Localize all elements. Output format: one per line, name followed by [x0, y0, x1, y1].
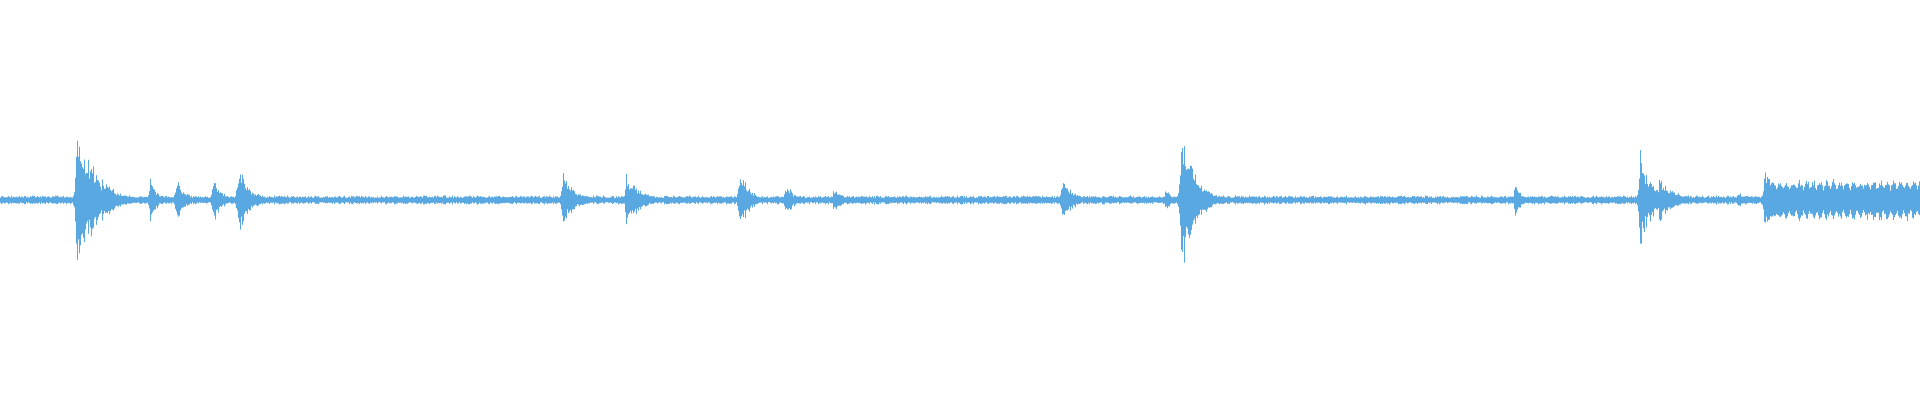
waveform-samples: [0, 140, 1920, 263]
waveform-trace: [0, 140, 1920, 263]
